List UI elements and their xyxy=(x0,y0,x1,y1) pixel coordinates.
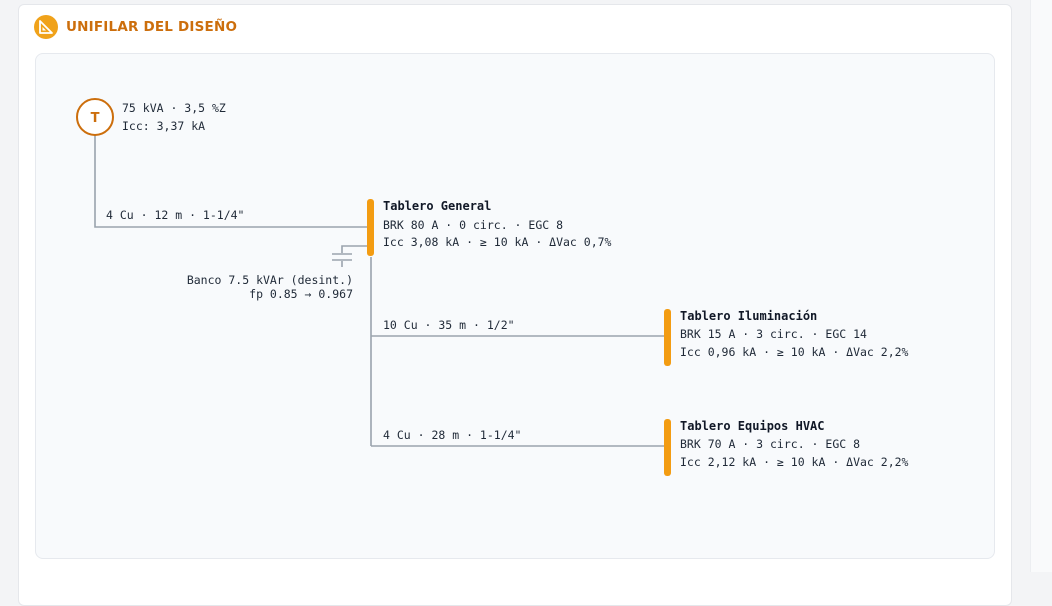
panel-tablero-iluminacion[interactable]: Tablero Iluminación BRK 15 A · 3 circ. ·… xyxy=(664,309,909,366)
single-line-diagram-panel: T 75 kVA · 3,5 %Z Icc: 3,37 kA 4 Cu · 12… xyxy=(35,53,995,559)
panel-breaker: BRK 80 A · 0 circ. · EGC 8 xyxy=(383,218,563,232)
side-scroll-strip xyxy=(1030,0,1052,572)
single-line-diagram: T 75 kVA · 3,5 %Z Icc: 3,37 kA 4 Cu · 12… xyxy=(76,98,909,476)
feeder-lines xyxy=(94,135,665,447)
section-header: UNIFILAR DEL DISEÑO xyxy=(34,14,237,40)
feeder-main-label: 4 Cu · 12 m · 1-1/4" xyxy=(106,208,244,222)
capacitor-tap-line xyxy=(341,245,368,253)
transformer-rating: 75 kVA · 3,5 %Z xyxy=(122,101,226,115)
feeder-main-line xyxy=(94,135,368,228)
feeder-lighting-label: 10 Cu · 35 m · 1/2" xyxy=(383,318,515,332)
feeder-hvac-label: 4 Cu · 28 m · 1-1/4" xyxy=(383,428,521,442)
panel-tablero-general[interactable]: Tablero General BRK 80 A · 0 circ. · EGC… xyxy=(367,199,612,256)
panel-busbar xyxy=(367,199,374,256)
capacitor-bank-label: Banco 7.5 kVAr (desint.) xyxy=(187,273,353,287)
panel-fault: Icc 3,08 kA · ≥ 10 kA · ΔVac 0,7% xyxy=(383,235,612,249)
panel-name: Tablero General xyxy=(383,199,491,213)
capacitor-symbol xyxy=(332,253,352,261)
panel-breaker: BRK 70 A · 3 circ. · EGC 8 xyxy=(680,437,860,451)
panel-name: Tablero Iluminación xyxy=(680,309,817,323)
panel-fault: Icc 2,12 kA · ≥ 10 kA · ΔVac 2,2% xyxy=(680,455,909,469)
set-square-icon xyxy=(34,15,58,39)
panel-breaker: BRK 15 A · 3 circ. · EGC 14 xyxy=(680,327,867,341)
transformer-letter: T xyxy=(91,111,100,126)
panel-name: Tablero Equipos HVAC xyxy=(680,419,825,433)
panel-busbar xyxy=(664,309,671,366)
panel-tablero-equipos-hvac[interactable]: Tablero Equipos HVAC BRK 70 A · 3 circ. … xyxy=(664,419,909,476)
panel-busbar xyxy=(664,419,671,476)
transformer-icc: Icc: 3,37 kA xyxy=(122,119,205,133)
transformer-symbol[interactable]: T xyxy=(76,98,114,136)
capacitor-pf-label: fp 0.85 → 0.967 xyxy=(249,287,353,301)
section-title: UNIFILAR DEL DISEÑO xyxy=(66,19,238,35)
panel-fault: Icc 0,96 kA · ≥ 10 kA · ΔVac 2,2% xyxy=(680,345,909,359)
